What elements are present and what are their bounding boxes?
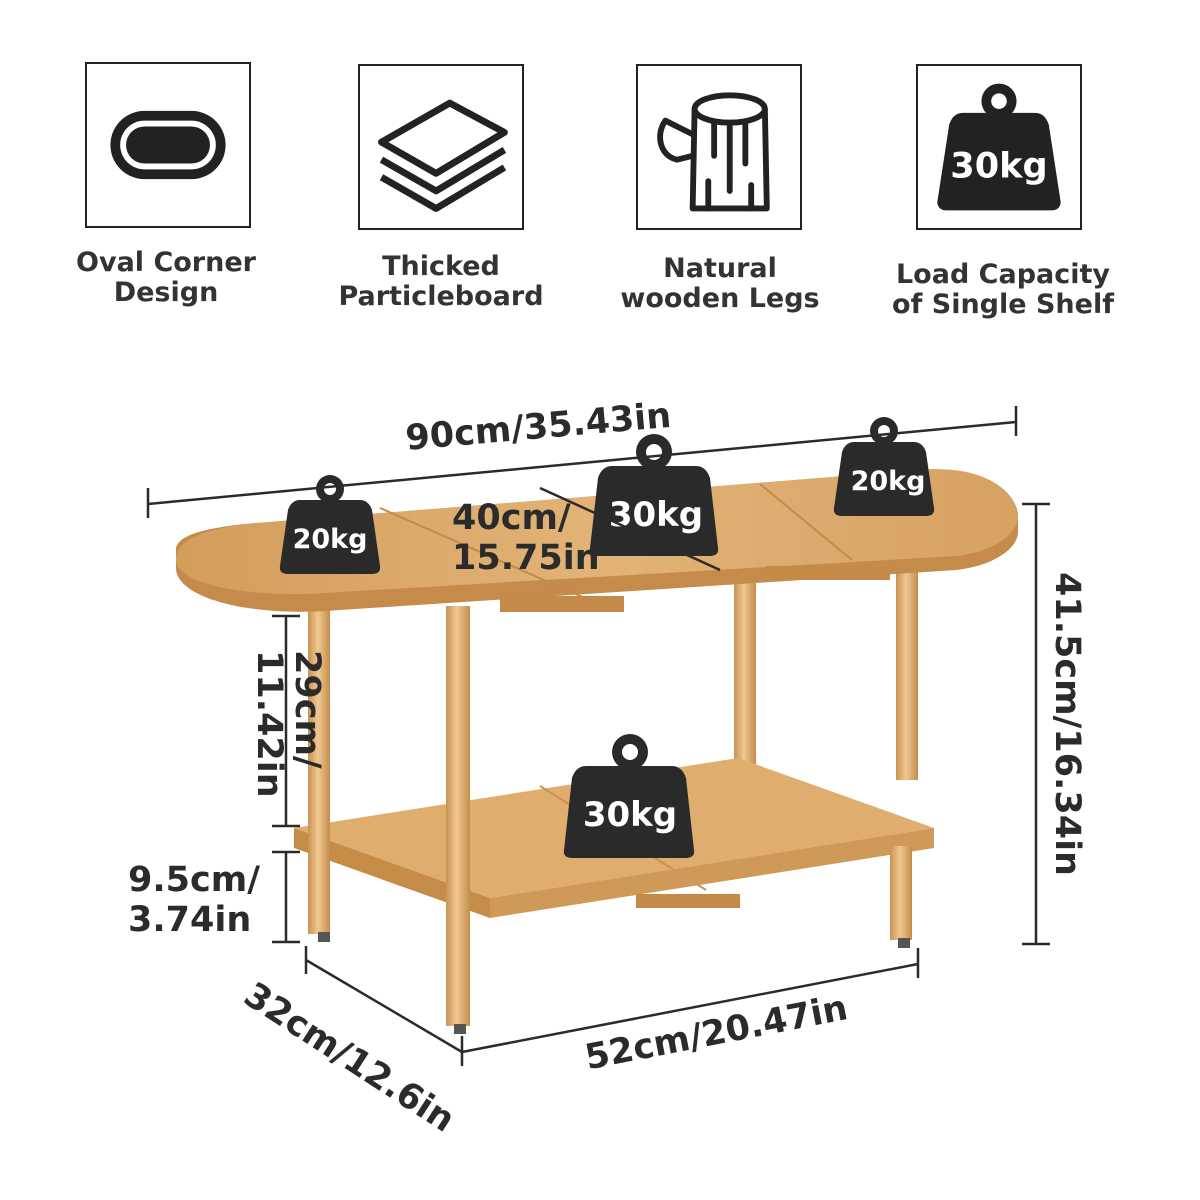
foot-height-label: 9.5cm/ 3.74in <box>128 860 261 940</box>
depth-dimension-line <box>305 958 463 1054</box>
length-dimension-line <box>147 420 1017 506</box>
inner-width-dimension-line <box>539 486 721 572</box>
oval-corner-feature-box <box>85 62 251 228</box>
weight-icon: 30kg <box>937 83 1061 211</box>
layers-icon <box>378 99 508 212</box>
weight-bottom-shelf-icon: 30kg <box>563 734 695 858</box>
back-leg-lower <box>890 846 912 940</box>
inner-width-label: 40cm/ 15.75in <box>452 498 600 578</box>
height-label: 41.5cm/16.34in <box>1047 572 1087 876</box>
back-leg-right <box>896 552 918 780</box>
weight-top-left-icon: 20kg <box>279 475 381 574</box>
weight-top-left-label: 20kg <box>293 524 368 555</box>
front-leg-center <box>446 606 470 1026</box>
particleboard-feature-box <box>358 64 524 230</box>
shelf-gap-label: 29cm/ 11.42in <box>249 650 327 798</box>
weight-icon-label: 30kg <box>950 145 1047 186</box>
front-leg-left <box>308 608 330 934</box>
weight-bottom-shelf-label: 30kg <box>583 795 677 835</box>
lower-shelf-side <box>490 828 934 918</box>
weight-top-right-label: 20kg <box>851 466 926 497</box>
shelf-length-dimension-line <box>461 962 919 1054</box>
tree-stump-icon <box>657 92 770 212</box>
weight-top-center-label: 30kg <box>609 495 703 535</box>
weight-top-center-icon: 30kg <box>589 434 719 556</box>
wooden-legs-feature-box <box>636 64 802 230</box>
oval-corner-icon <box>110 110 226 180</box>
lower-shelf-front <box>294 828 490 918</box>
back-leg-left <box>734 572 756 768</box>
load-capacity-feature-box: 30kg <box>916 64 1082 230</box>
